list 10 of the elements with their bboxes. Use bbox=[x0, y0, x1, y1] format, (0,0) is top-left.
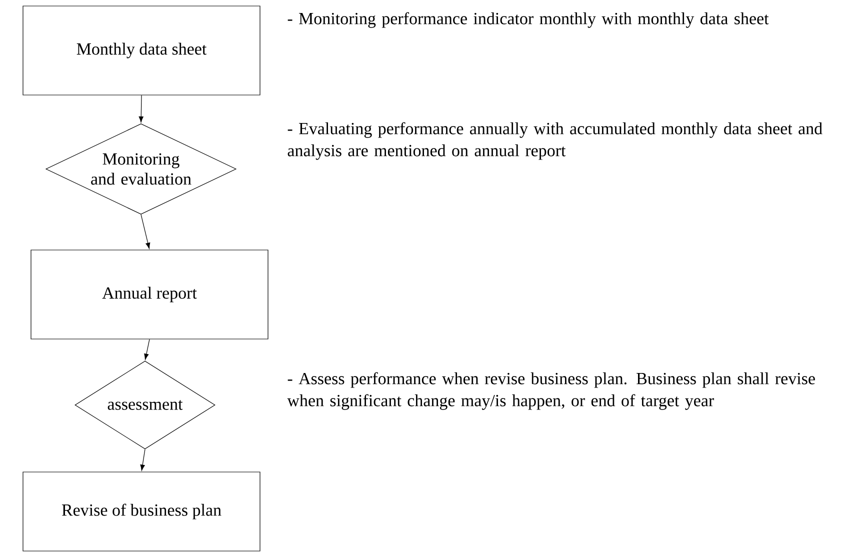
process-box: Revise of business plan bbox=[22, 472, 260, 552]
process-box: Annual report bbox=[30, 250, 268, 340]
arrow bbox=[138, 95, 144, 122]
process-box: Monthly data sheet bbox=[22, 6, 260, 96]
arrow bbox=[140, 214, 150, 249]
note-text: - Assess performance when revise business plan. Business plan shall revise when significant change may/is happen, or end of target year bbox=[287, 372, 815, 410]
arrow bbox=[140, 449, 146, 471]
arrow bbox=[144, 339, 150, 360]
note-text: - Monitoring performance indicator monthly with monthly data sheet bbox=[288, 12, 769, 28]
note-text: - Evaluating performance annually with accumulated monthly data sheet and analysis are mentioned on annual report bbox=[288, 122, 822, 160]
